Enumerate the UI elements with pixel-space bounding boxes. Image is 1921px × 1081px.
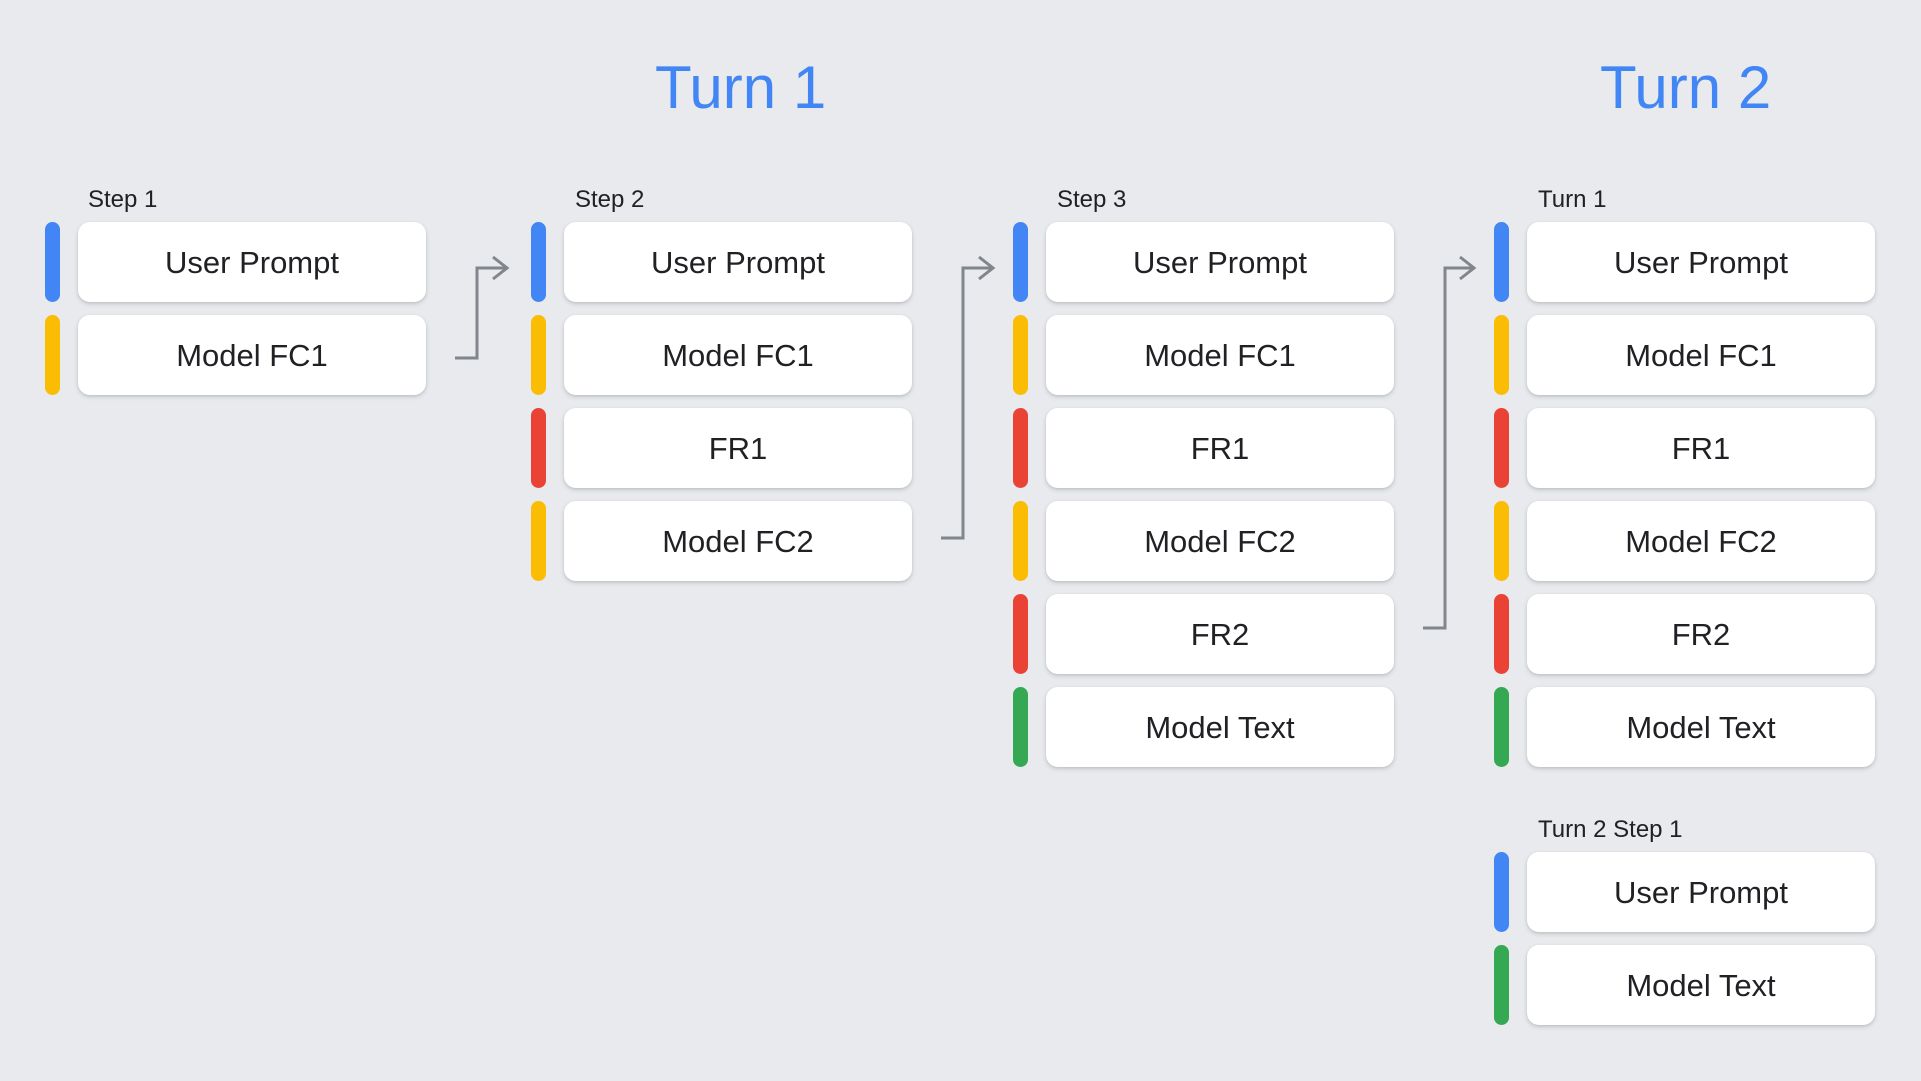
flow-card[interactable]: FR1 bbox=[1527, 408, 1875, 488]
flow-row: FR1 bbox=[531, 408, 912, 488]
blue-status-bar-icon bbox=[531, 222, 546, 302]
column-label-step-2: Step 2 bbox=[575, 186, 645, 213]
red-status-bar-icon bbox=[531, 408, 546, 488]
flow-row: FR1 bbox=[1494, 408, 1875, 488]
flow-card[interactable]: Model FC1 bbox=[78, 315, 426, 395]
flow-row: FR2 bbox=[1013, 594, 1394, 674]
blue-status-bar-icon bbox=[45, 222, 60, 302]
red-status-bar-icon bbox=[1013, 594, 1028, 674]
flow-row: Model FC1 bbox=[45, 315, 426, 395]
yellow-status-bar-icon bbox=[1494, 315, 1509, 395]
flow-card[interactable]: User Prompt bbox=[1527, 222, 1875, 302]
yellow-status-bar-icon bbox=[45, 315, 60, 395]
flow-card-label: FR1 bbox=[1190, 430, 1250, 466]
flow-card-label: Model FC1 bbox=[1144, 337, 1296, 373]
flow-card[interactable]: Model FC2 bbox=[1527, 501, 1875, 581]
blue-status-bar-icon bbox=[1013, 222, 1028, 302]
flow-card-label: User Prompt bbox=[1614, 244, 1788, 280]
green-status-bar-icon bbox=[1013, 687, 1028, 767]
connector-arrow-step3-to-turn2 bbox=[1423, 255, 1477, 630]
flow-card-label: User Prompt bbox=[1133, 244, 1307, 280]
flow-card[interactable]: FR1 bbox=[1046, 408, 1394, 488]
flow-row: User Prompt bbox=[531, 222, 912, 302]
flow-row: Model FC1 bbox=[1013, 315, 1394, 395]
flow-row: User Prompt bbox=[45, 222, 426, 302]
flow-row: User Prompt bbox=[1494, 222, 1875, 302]
flow-card-label: User Prompt bbox=[651, 244, 825, 280]
flow-card[interactable]: User Prompt bbox=[78, 222, 426, 302]
flow-card-label: Model FC1 bbox=[1625, 337, 1777, 373]
green-status-bar-icon bbox=[1494, 687, 1509, 767]
connector-arrow-step1-to-step2 bbox=[455, 255, 510, 360]
column-label-step-1: Step 1 bbox=[88, 186, 158, 213]
flow-card-label: User Prompt bbox=[1614, 874, 1788, 910]
blue-status-bar-icon bbox=[1494, 852, 1509, 932]
flow-card-label: Model Text bbox=[1145, 709, 1295, 745]
flow-card[interactable]: Model FC1 bbox=[1046, 315, 1394, 395]
flow-card-label: Model FC1 bbox=[662, 337, 814, 373]
flow-row: Model Text bbox=[1494, 687, 1875, 767]
arrowhead-icon bbox=[1459, 255, 1477, 281]
flow-card[interactable]: User Prompt bbox=[1527, 852, 1875, 932]
red-status-bar-icon bbox=[1013, 408, 1028, 488]
flow-card[interactable]: Model FC2 bbox=[1046, 501, 1394, 581]
turn-title-2: Turn 2 bbox=[1600, 54, 1772, 121]
flow-card-label: Model Text bbox=[1626, 709, 1776, 745]
arrowhead-icon bbox=[978, 255, 996, 281]
flow-card-label: Model FC2 bbox=[1144, 523, 1296, 559]
flow-row: Model FC2 bbox=[1013, 501, 1394, 581]
yellow-status-bar-icon bbox=[1013, 315, 1028, 395]
flow-card-label: FR2 bbox=[1190, 616, 1250, 652]
flow-row: FR2 bbox=[1494, 594, 1875, 674]
flow-card-label: Model FC2 bbox=[1625, 523, 1777, 559]
flow-row: Model FC2 bbox=[1494, 501, 1875, 581]
flow-row: User Prompt bbox=[1013, 222, 1394, 302]
flow-row: FR1 bbox=[1013, 408, 1394, 488]
flow-card-label: FR1 bbox=[1671, 430, 1731, 466]
yellow-status-bar-icon bbox=[531, 315, 546, 395]
flow-card[interactable]: User Prompt bbox=[564, 222, 912, 302]
flow-card[interactable]: Model Text bbox=[1527, 945, 1875, 1025]
flow-card[interactable]: FR1 bbox=[564, 408, 912, 488]
flow-card[interactable]: Model FC2 bbox=[564, 501, 912, 581]
blue-status-bar-icon bbox=[1494, 222, 1509, 302]
yellow-status-bar-icon bbox=[531, 501, 546, 581]
flow-card-label: Model FC1 bbox=[176, 337, 328, 373]
flow-card[interactable]: Model FC1 bbox=[1527, 315, 1875, 395]
red-status-bar-icon bbox=[1494, 408, 1509, 488]
flow-row: Model Text bbox=[1494, 945, 1875, 1025]
column-label-turn-2-step-1: Turn 2 Step 1 bbox=[1538, 816, 1683, 843]
green-status-bar-icon bbox=[1494, 945, 1509, 1025]
flow-card[interactable]: Model FC1 bbox=[564, 315, 912, 395]
column-label-turn-1-recap: Turn 1 bbox=[1538, 186, 1607, 213]
flow-card-label: FR2 bbox=[1671, 616, 1731, 652]
flow-row: Model FC1 bbox=[1494, 315, 1875, 395]
flow-card[interactable]: User Prompt bbox=[1046, 222, 1394, 302]
flow-row: Model FC2 bbox=[531, 501, 912, 581]
flow-row: User Prompt bbox=[1494, 852, 1875, 932]
flow-row: Model FC1 bbox=[531, 315, 912, 395]
flow-card[interactable]: Model Text bbox=[1046, 687, 1394, 767]
turn-title-1: Turn 1 bbox=[655, 54, 827, 121]
column-label-step-3: Step 3 bbox=[1057, 186, 1127, 213]
flow-card-label: FR1 bbox=[708, 430, 768, 466]
yellow-status-bar-icon bbox=[1013, 501, 1028, 581]
connector-arrow-step2-to-step3 bbox=[941, 255, 996, 540]
flow-row: Model Text bbox=[1013, 687, 1394, 767]
flow-card[interactable]: FR2 bbox=[1046, 594, 1394, 674]
flow-card-label: Model FC2 bbox=[662, 523, 814, 559]
yellow-status-bar-icon bbox=[1494, 501, 1509, 581]
flow-card-label: User Prompt bbox=[165, 244, 339, 280]
flow-card-label: Model Text bbox=[1626, 967, 1776, 1003]
arrowhead-icon bbox=[492, 255, 510, 281]
flow-card[interactable]: FR2 bbox=[1527, 594, 1875, 674]
flow-card[interactable]: Model Text bbox=[1527, 687, 1875, 767]
red-status-bar-icon bbox=[1494, 594, 1509, 674]
